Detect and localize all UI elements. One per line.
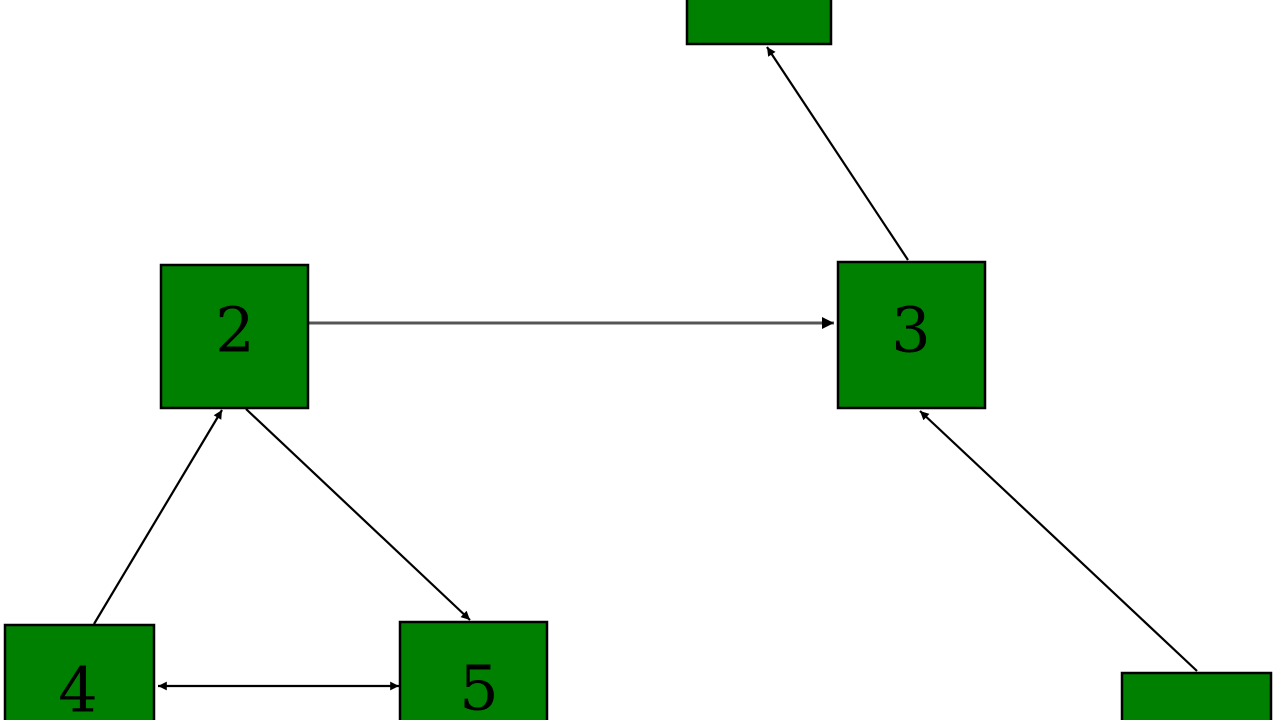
node-2: 2 (159, 263, 310, 410)
node-bottom-right-box (1120, 671, 1273, 720)
node-5-box (398, 620, 549, 720)
node-top (685, 0, 833, 46)
node-3-box (836, 260, 987, 410)
edge-bottom-right-to-3 (919, 410, 1198, 672)
node-3: 3 (836, 260, 987, 410)
node-2-box (159, 263, 310, 410)
node-5: 5 (398, 620, 549, 720)
edges (93, 46, 1198, 691)
node-bottom-right (1120, 671, 1273, 720)
nodes: 2 3 4 5 (3, 0, 1273, 720)
edge-3-to-top (766, 46, 909, 261)
node-2-label: 2 (215, 294, 254, 367)
node-3-label: 3 (891, 294, 930, 367)
node-4-box (3, 623, 156, 720)
edge-4-to-2 (93, 409, 223, 625)
node-4-label: 4 (58, 654, 97, 720)
edge-2-to-5 (245, 408, 471, 621)
node-top-box (685, 0, 833, 46)
node-5-label: 5 (459, 652, 498, 720)
node-4: 4 (3, 623, 156, 720)
